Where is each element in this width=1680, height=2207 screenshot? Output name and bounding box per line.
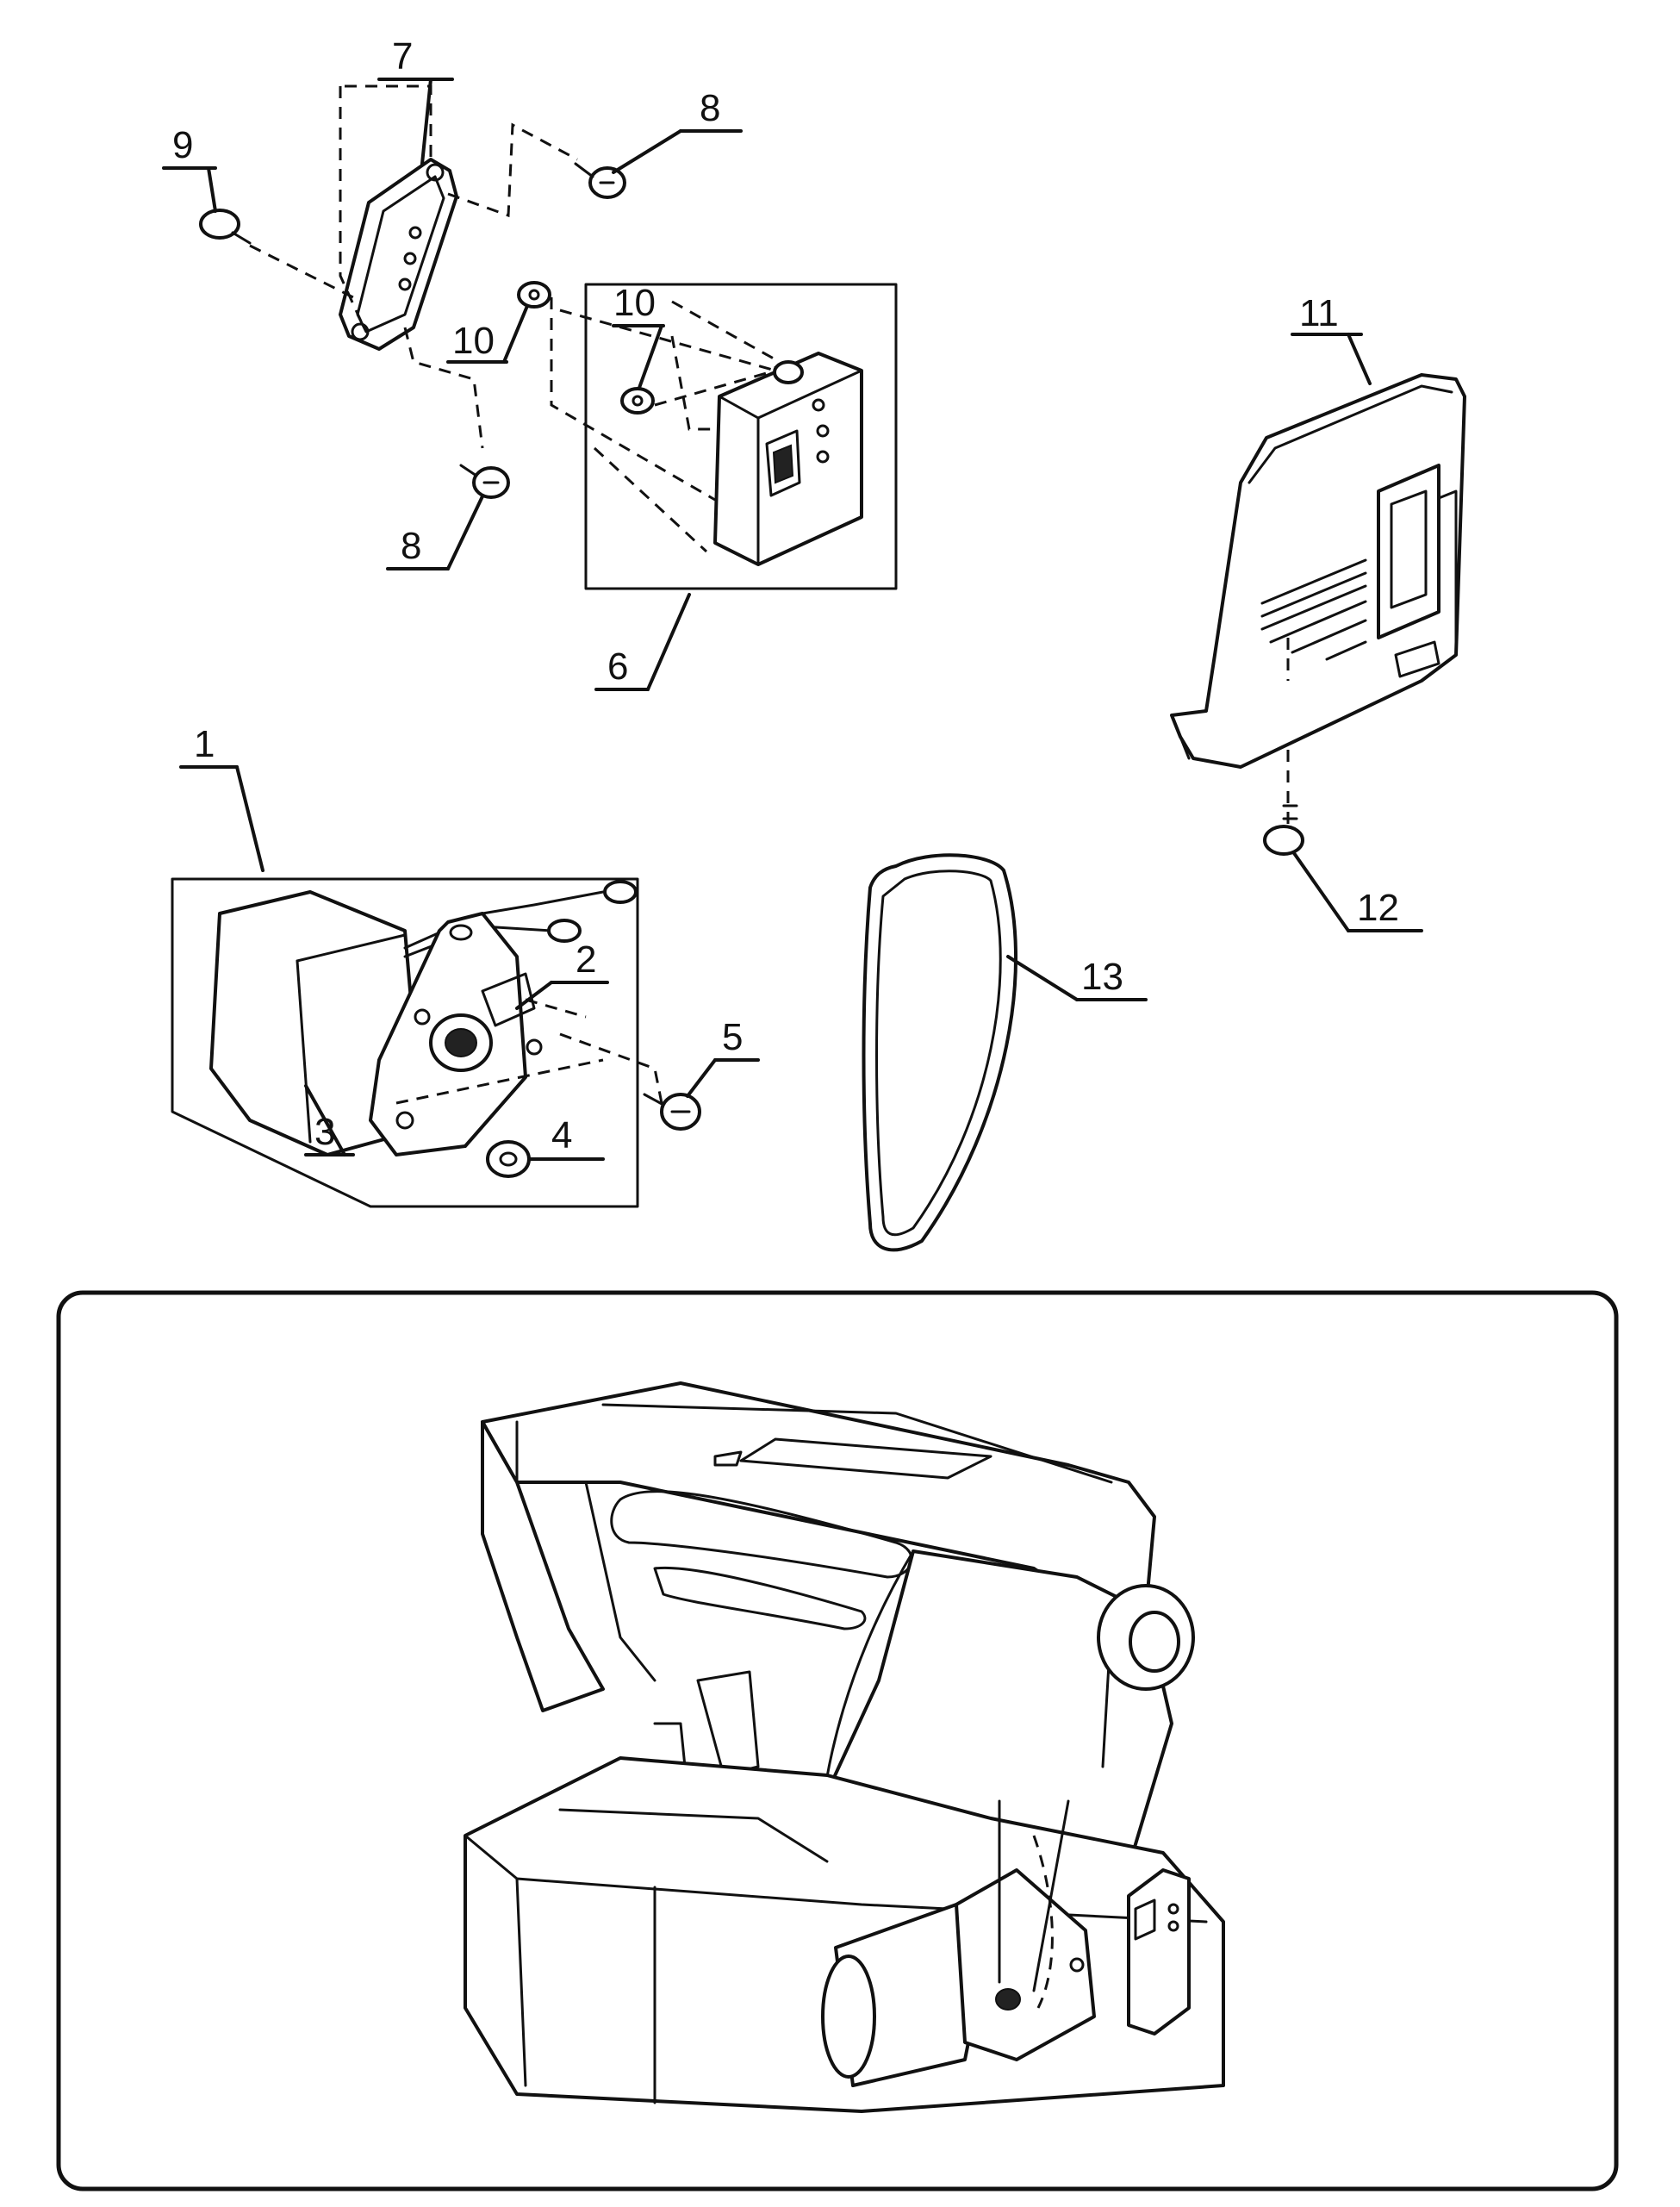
part-11-rear-cover [1170, 373, 1466, 769]
leader-10-right [638, 324, 663, 390]
leader-6 [646, 593, 691, 691]
leader-9 [207, 166, 217, 213]
part-13-timing-belt [862, 853, 1018, 1252]
part-5-screw [643, 1093, 701, 1131]
sewing-machine-illustration [464, 1381, 1225, 2113]
leader-2 [515, 981, 553, 1010]
callout-8-top: 8 [700, 87, 720, 129]
callout-3: 3 [314, 1111, 335, 1153]
part-1-motor-assembly [171, 877, 665, 1208]
callout-6: 6 [607, 645, 628, 688]
leader-7 [420, 78, 432, 165]
callout-5: 5 [722, 1016, 743, 1058]
callout-2: 2 [576, 938, 596, 981]
leader-8-bottom [446, 495, 484, 570]
leader-3 [304, 1084, 346, 1156]
part-8-screw-bottom [459, 464, 510, 499]
part-8-screw-top [574, 162, 626, 199]
leader-10-left [502, 304, 529, 364]
part-6-switch-box [550, 283, 898, 590]
part-10-nut-left [517, 281, 551, 309]
callout-8-bottom: 8 [401, 525, 421, 567]
part-12-screw [1263, 750, 1304, 856]
callout-13: 13 [1081, 956, 1123, 998]
leader-12 [1292, 851, 1350, 932]
callout-11: 11 [1299, 292, 1339, 334]
leader-1 [235, 765, 264, 872]
callout-4: 4 [551, 1114, 572, 1156]
callout-9: 9 [172, 124, 193, 166]
part-4-nut [486, 1140, 531, 1178]
callout-10-right: 10 [613, 282, 656, 324]
callout-10-left: 10 [452, 320, 495, 362]
leader-5 [686, 1058, 717, 1098]
callout-12: 12 [1357, 887, 1399, 929]
callout-7: 7 [392, 35, 413, 78]
leader-8-top [612, 129, 682, 174]
leader-11 [1347, 333, 1372, 385]
leader-13 [1006, 955, 1079, 1001]
part-10-nut-right [620, 387, 655, 415]
part-7-switch-frame [339, 84, 578, 449]
callout-1: 1 [194, 723, 215, 765]
locator-panel [56, 1290, 1619, 2191]
part-9-screw [199, 209, 354, 299]
